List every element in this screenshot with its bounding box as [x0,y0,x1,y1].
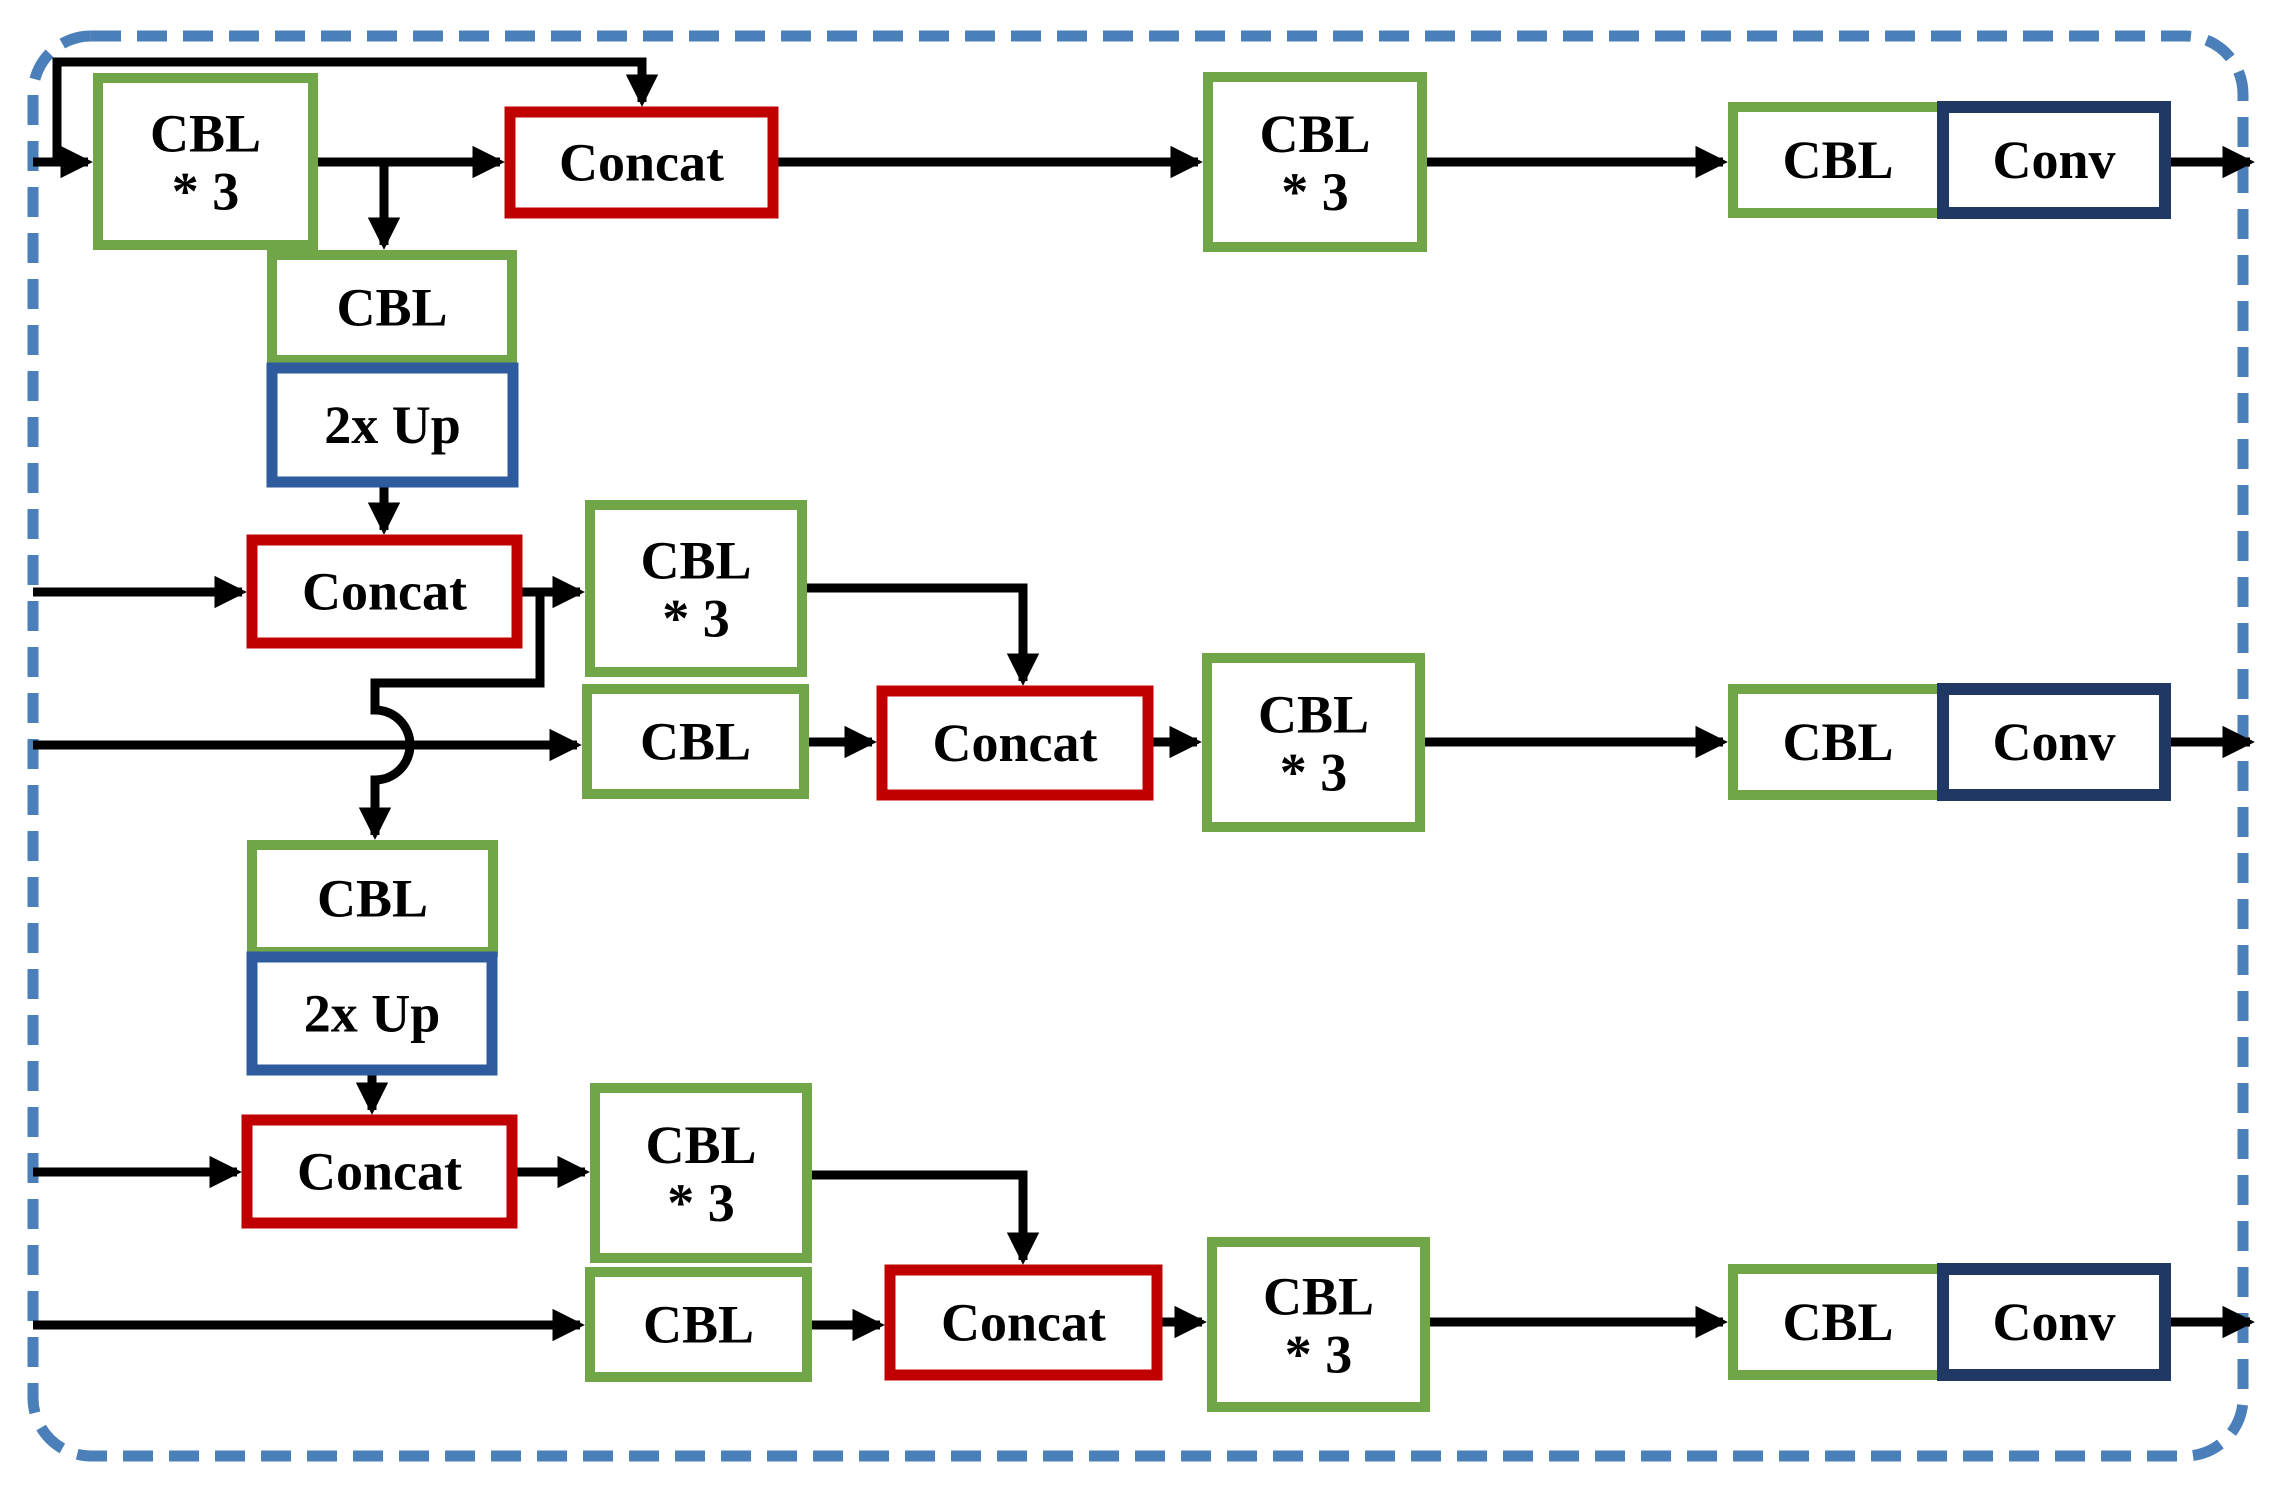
cbl-mid-box [582,684,809,799]
edge-row1-bypass [52,57,659,162]
node-head3-conv: Conv [1937,1263,2171,1381]
node-head2-cbl: CBL [1728,684,1948,800]
cbl3-bot-upper-label: CBL [645,1115,756,1175]
head1-conv-box [1937,101,2171,219]
cbl3-bot-right-label: * 3 [1285,1325,1353,1385]
concat-bot-box [884,1264,1163,1381]
node-head1-conv: Conv [1937,101,2171,219]
concat-mid-box [876,685,1154,801]
cbl-bot-box [585,1267,812,1382]
cbl3-top-right-label: CBL [1259,104,1370,164]
upsample-b-box [246,951,498,1076]
concat-bot-left-label: Concat [297,1142,462,1202]
node-cbl3-bot-right: CBL* 3 [1207,1237,1430,1412]
cbl3-bot-right-label: CBL [1263,1267,1374,1327]
cbl3-bot-upper-box [590,1083,812,1263]
head3-conv-box [1937,1263,2171,1381]
node-cbl-column-a: CBL [267,250,517,365]
cbl-column-b-box [247,840,498,957]
node-head2-conv: Conv [1937,683,2171,801]
upsample-b-label: 2x Up [304,984,441,1044]
cbl-column-b-label: CBL [317,869,428,929]
upsample-a-label: 2x Up [324,395,461,455]
cbl-column-a-box [267,250,517,365]
cbl3-mid-upper-box [585,500,807,677]
head2-cbl-label: CBL [1782,712,1893,772]
head3-conv-label: Conv [1992,1292,2115,1352]
cbl3-top-left-label: CBL [150,104,261,164]
head2-cbl-box [1728,684,1948,800]
concat-mid-left-box [246,534,523,649]
node-cbl3-top-left: CBL* 3 [93,73,318,250]
cbl3-bot-right-box [1207,1237,1430,1412]
cbl3-mid-upper-label: CBL [640,531,751,591]
node-cbl3-mid-upper: CBL* 3 [585,500,807,677]
cbl3-mid-right-box [1202,653,1425,832]
cbl-column-a-label: CBL [336,278,447,338]
cbl3-top-right-box [1203,72,1427,252]
node-cbl-mid: CBL [582,684,809,799]
head1-conv-label: Conv [1992,130,2115,190]
concat-mid-left-label: Concat [302,562,467,622]
concat-top-box [504,106,779,219]
cbl3-mid-right-label: CBL [1258,685,1369,745]
node-cbl-bot: CBL [585,1267,812,1382]
cbl3-top-right-label: * 3 [1281,162,1349,222]
node-upsample-a: 2x Up [266,362,519,488]
node-cbl3-top-right: CBL* 3 [1203,72,1427,252]
cbl3-top-left-box [93,73,318,250]
cbl-mid-label: CBL [640,712,751,772]
concat-mid-label: Concat [933,713,1098,773]
node-head1-cbl: CBL [1728,102,1948,218]
edge-concat2-branch-bridge [358,592,545,840]
node-cbl-column-b: CBL [247,840,498,957]
concat-top-label: Concat [559,133,724,193]
node-concat-bot-left: Concat [241,1114,518,1229]
node-concat-mid: Concat [876,685,1154,801]
concat-bot-left-box [241,1114,518,1229]
node-cbl3-mid-right: CBL* 3 [1202,653,1425,832]
edge-cbl3bot-to-concat5 [807,1170,1040,1265]
node-cbl3-bot-upper: CBL* 3 [590,1083,812,1263]
node-concat-bot: Concat [884,1264,1163,1381]
cbl3-bot-upper-label: * 3 [667,1173,735,1233]
cbl-bot-label: CBL [643,1295,754,1355]
edge-cbl3mid-to-concat3 [802,583,1040,686]
upsample-a-box [266,362,519,488]
head3-cbl-label: CBL [1782,1292,1893,1352]
cbl3-mid-upper-label: * 3 [662,589,730,649]
head2-conv-box [1937,683,2171,801]
node-upsample-b: 2x Up [246,951,498,1076]
head1-cbl-label: CBL [1782,130,1893,190]
node-concat-mid-left: Concat [246,534,523,649]
cbl3-top-left-label: * 3 [172,162,240,222]
cbl3-mid-right-label: * 3 [1280,743,1348,803]
concat-bot-label: Concat [941,1293,1106,1353]
head2-conv-label: Conv [1992,712,2115,772]
node-concat-top: Concat [504,106,779,219]
node-head3-cbl: CBL [1728,1264,1948,1380]
